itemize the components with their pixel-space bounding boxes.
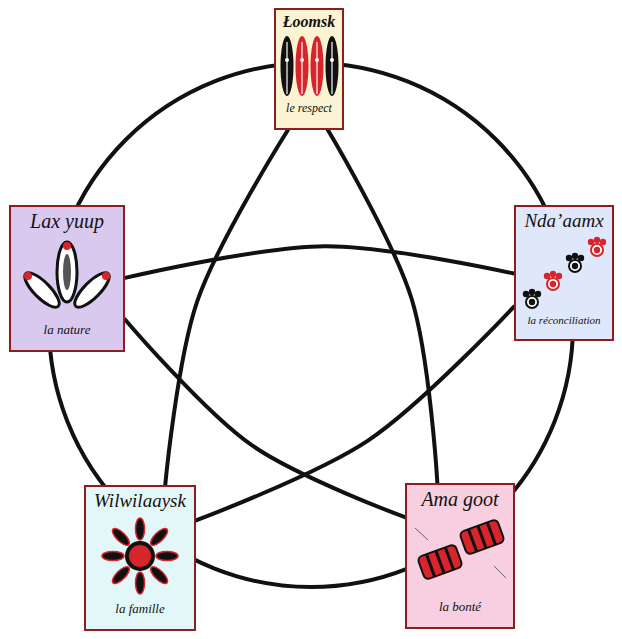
value-translation: la famille [115, 602, 164, 617]
value-translation: le respect [286, 102, 332, 116]
value-title: Wilwilaaysk [94, 490, 186, 512]
value-translation: la bonté [439, 600, 481, 615]
star-line [165, 130, 288, 485]
star-line [125, 246, 514, 278]
value-title: Łoomsk [283, 13, 335, 31]
value-title: Lax yuup [30, 210, 104, 233]
value-card: Wilwilaaysk la famille [84, 485, 196, 631]
feathers-icon [281, 36, 339, 96]
star-line [196, 307, 514, 521]
card-fill [274, 8, 344, 130]
value-card: Łoomsk le respect [274, 8, 344, 130]
card-fill [9, 205, 125, 352]
card-fill [405, 483, 515, 629]
nature-icon [20, 242, 114, 312]
card-fill [514, 205, 614, 341]
value-card: Ama goot la bonté [405, 483, 515, 629]
paws-icon [524, 238, 605, 308]
card-fill [84, 485, 196, 631]
sun-icon [102, 518, 178, 594]
boxes-icon [415, 519, 506, 580]
outer-circle [49, 63, 573, 587]
value-title: Nda’aamx [524, 210, 603, 232]
value-card: Nda’aamx la réconciliation [514, 205, 614, 341]
value-title: Ama goot [421, 488, 498, 511]
value-translation: la nature [44, 323, 91, 338]
value-translation: la réconciliation [527, 314, 600, 327]
value-card: Lax yuup la nature [9, 205, 125, 352]
